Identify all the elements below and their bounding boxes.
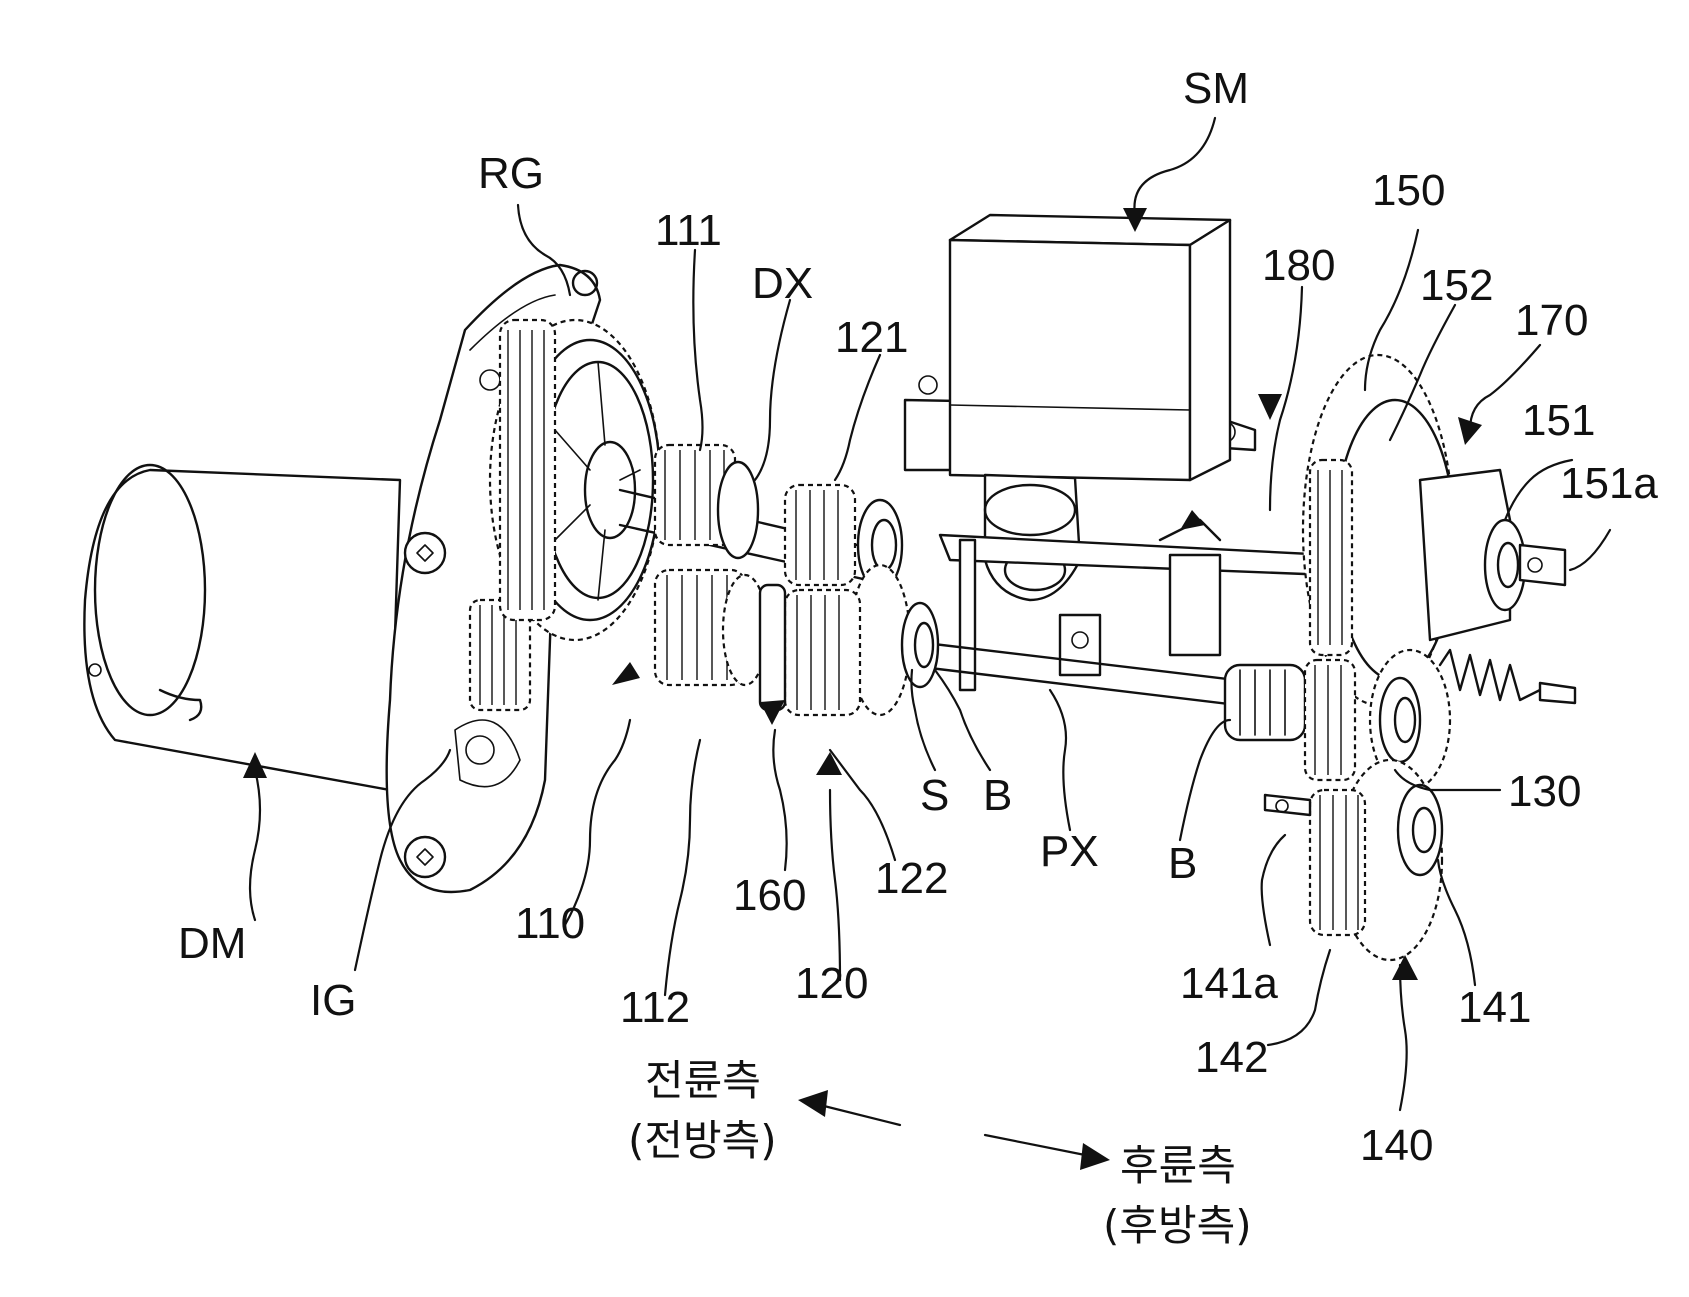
label-141a: 141a [1180,959,1278,1008]
direction-labels: 전륜측 (전방측) 후륜측 (후방측) [628,1056,1252,1250]
label-160: 160 [733,871,806,920]
direction-arrows [798,1090,1110,1170]
reference-labels: SM RG 111 DX 121 150 180 152 170 151 151… [178,64,1658,1170]
gear-140 [1263,758,1444,962]
label-142: 142 [1195,1033,1268,1082]
arrowheads [243,208,1482,980]
label-140: 140 [1360,1121,1433,1170]
label-151a: 151a [1560,459,1658,508]
label-B-front: B [983,771,1012,820]
label-DM: DM [178,919,246,968]
gear-112 [653,568,769,687]
label-141: 141 [1458,983,1531,1032]
drive-motor [83,463,402,792]
label-112: 112 [620,983,690,1032]
label-B-rear: B [1168,839,1197,888]
label-151: 151 [1522,396,1595,445]
label-152: 152 [1420,261,1493,310]
gear-122 [758,563,940,717]
rear-wheel-side-label: 후륜측 [1120,1141,1236,1190]
spring [1438,648,1577,705]
input-gear [468,598,532,712]
leader-lines [248,116,1612,1112]
label-130: 130 [1508,767,1581,816]
label-SM: SM [1183,64,1249,113]
label-110: 110 [515,899,585,948]
gear-130 [1223,648,1452,792]
front-wheel-side-label: 전륜측 [645,1056,761,1105]
label-121: 121 [835,313,908,362]
label-IG: IG [310,976,356,1025]
label-DX: DX [752,259,813,308]
shift-motor [903,213,1257,602]
label-150: 150 [1372,166,1445,215]
gear-150 [1301,353,1567,707]
label-170: 170 [1515,296,1588,345]
reduction-gear [488,318,662,642]
label-180: 180 [1262,241,1335,290]
label-120: 120 [795,959,868,1008]
rear-direction-label: (후방측) [1103,1201,1252,1250]
label-111: 111 [655,206,722,255]
front-direction-label: (전방측) [628,1116,777,1165]
label-RG: RG [478,149,544,198]
label-PX: PX [1040,827,1099,876]
label-S: S [920,771,949,820]
label-122: 122 [875,854,948,903]
gear-111 [653,443,760,560]
